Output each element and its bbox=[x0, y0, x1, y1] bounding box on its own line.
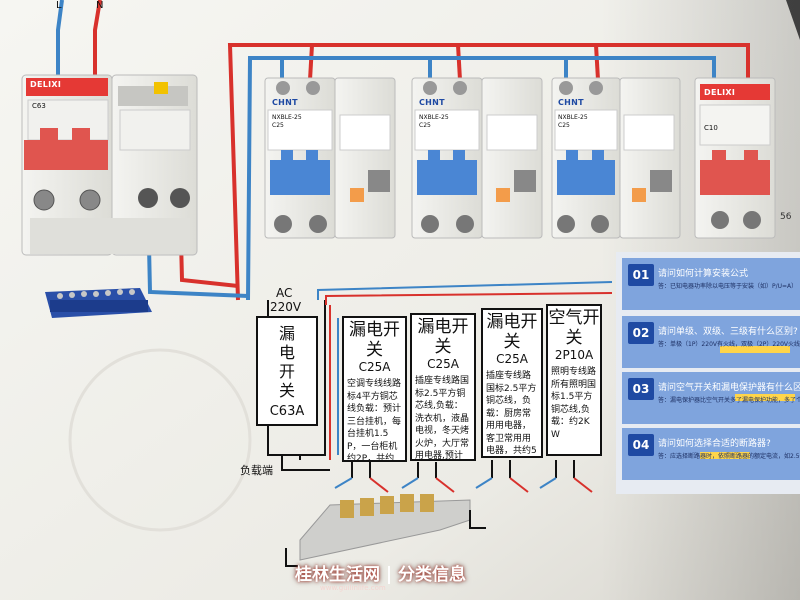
rcbo-1-rating: C25 bbox=[272, 122, 284, 129]
rcbo-3 bbox=[551, 77, 681, 239]
main-switch-box: 漏电开关 C63A bbox=[256, 316, 318, 426]
faq-item-1: 01 请问如何计算安装公式 答：已知电器功率除以电压等于安装（如）P/U=A） bbox=[622, 258, 800, 312]
rcbo-2-brand: CHNT bbox=[419, 98, 445, 107]
rcbo-2-model: NXBLE-25 bbox=[419, 114, 449, 121]
rcbo-3-brand: CHNT bbox=[558, 98, 584, 107]
faq-3-answer: 答：漏电保护器比空气开关多了漏电保护功能，多了个漏电保护装置 bbox=[658, 397, 800, 404]
rcbo-3-rating: C25 bbox=[558, 122, 570, 129]
main-breaker bbox=[21, 74, 198, 256]
branch-1-rating: C25A bbox=[358, 360, 391, 374]
branch-box-3: 漏电开关 C25A 插座专线路国标2.5平方铜芯线，负载：厨房常用用电器，客卫常… bbox=[481, 308, 543, 458]
faq-2-number: 02 bbox=[628, 322, 654, 344]
phase-mark-n: N bbox=[96, 0, 104, 11]
rcbo-2-rating: C25 bbox=[419, 122, 431, 129]
branch-1-title: 漏电开关 bbox=[349, 320, 400, 360]
rcbo-3-model: NXBLE-25 bbox=[558, 114, 588, 121]
faded-circle bbox=[68, 348, 252, 532]
load-label: 负载端 bbox=[240, 464, 273, 477]
branch-2-rating: C25A bbox=[427, 357, 459, 371]
terminal-block bbox=[285, 494, 486, 567]
faq-1-question: 请问如何计算安装公式 bbox=[658, 269, 749, 279]
faq-3-question: 请问空气开关和漏电保护器有什么区别? bbox=[658, 383, 800, 393]
branch-4-desc: 照明专线路所有照明国标1.5平方铜芯线,负载：约2KW bbox=[551, 367, 597, 440]
faq-1-answer: 答：已知电器功率除以电压等于安装（如）P/U=A） bbox=[658, 283, 798, 290]
watermark-subtitle: 分类信息 bbox=[398, 565, 466, 585]
branch-3-desc: 插座专线路国标2.5平方铜芯线，负载：厨房常用用电器，客卫常用用电器，共约5KW… bbox=[486, 371, 537, 456]
phase-mark-l: L bbox=[56, 0, 62, 11]
branch-2-title: 漏电开关 bbox=[417, 317, 469, 357]
watermark-site: 桂林生活网 bbox=[295, 565, 380, 585]
mcb-brand: DELIXI bbox=[704, 88, 736, 97]
mcb-c10 bbox=[694, 77, 776, 239]
faq-item-3: 03 请问空气开关和漏电保护器有什么区别? 答：漏电保护器比空气开关多了漏电保护… bbox=[622, 372, 800, 426]
neutral-bar bbox=[45, 288, 152, 318]
supply-voltage: 220V bbox=[270, 300, 302, 314]
branch-3-title: 漏电开关 bbox=[486, 312, 538, 352]
faq-4-question: 请问如何选择合适的断路器? bbox=[658, 439, 771, 449]
rcbo-2 bbox=[411, 77, 543, 239]
faq-2-question: 请问单级、双级、三级有什么区别? bbox=[658, 327, 798, 337]
faq-item-4: 04 请问如何选择合适的断路器? 答：应选择断路器时，依照断路器的额定电流，如2… bbox=[622, 428, 800, 482]
branch-2-desc: 插座专线路国标2.5平方铜芯线,负载：洗衣机，液晶电视，冬天烤火炉，大厅常用电器… bbox=[415, 376, 470, 461]
main-breaker-brand: DELIXI bbox=[30, 80, 62, 89]
side-number: 56 bbox=[780, 212, 792, 222]
faq-1-number: 01 bbox=[628, 264, 654, 286]
branch-box-4: 空气开关 2P10A 照明专线路所有照明国标1.5平方铜芯线,负载：约2KW bbox=[546, 304, 602, 456]
faq-4-number: 04 bbox=[628, 434, 654, 456]
rcbo-1 bbox=[264, 77, 396, 239]
faq-item-2: 02 请问单级、双级、三级有什么区别? 答：单极（1P）220V有火线，双极（2… bbox=[622, 316, 800, 370]
site-watermark: 桂林生活网分类信息 bbox=[295, 560, 466, 592]
mcb-rating: C10 bbox=[704, 124, 718, 132]
branch-4-title: 空气开关 bbox=[548, 308, 600, 348]
branch-4-rating: 2P10A bbox=[554, 348, 594, 362]
faq-3-number: 03 bbox=[628, 378, 654, 400]
rcbo-1-brand: CHNT bbox=[272, 98, 298, 107]
main-switch-rating: C63A bbox=[269, 404, 305, 419]
branch-box-1: 漏电开关 C25A 空调专线线路标4平方铜芯线负载：预计三台挂机，每台挂机1.5… bbox=[342, 316, 407, 462]
branch-box-2: 漏电开关 C25A 插座专线路国标2.5平方铜芯线,负载：洗衣机，液晶电视，冬天… bbox=[410, 313, 476, 461]
branch-3-rating: C25A bbox=[496, 352, 528, 366]
main-breaker-rating: C63 bbox=[32, 102, 46, 110]
main-switch-title: 漏电开关 bbox=[278, 324, 295, 400]
neutral-wire-in bbox=[56, 0, 64, 75]
branch-1-desc: 空调专线线路标4平方铜芯线负载：预计三台挂机，每台挂机1.5P，一台柜机约2P，… bbox=[347, 379, 402, 462]
supply-ac: AC bbox=[276, 286, 293, 300]
faq-4-answer: 答：应选择断路器时，依照断路器的额定电流，如2.5平方的电线最大承受电流是16A… bbox=[658, 453, 800, 460]
live-wire-in bbox=[93, 0, 102, 75]
faq-2-answer: 答：单极（1P）220V有火线，双极（2P）220V火线+零线，三相（3P）38… bbox=[658, 341, 800, 348]
rcbo-1-model: NXBLE-25 bbox=[272, 114, 302, 121]
watermark-url: www.guilinlife.com bbox=[320, 584, 386, 592]
